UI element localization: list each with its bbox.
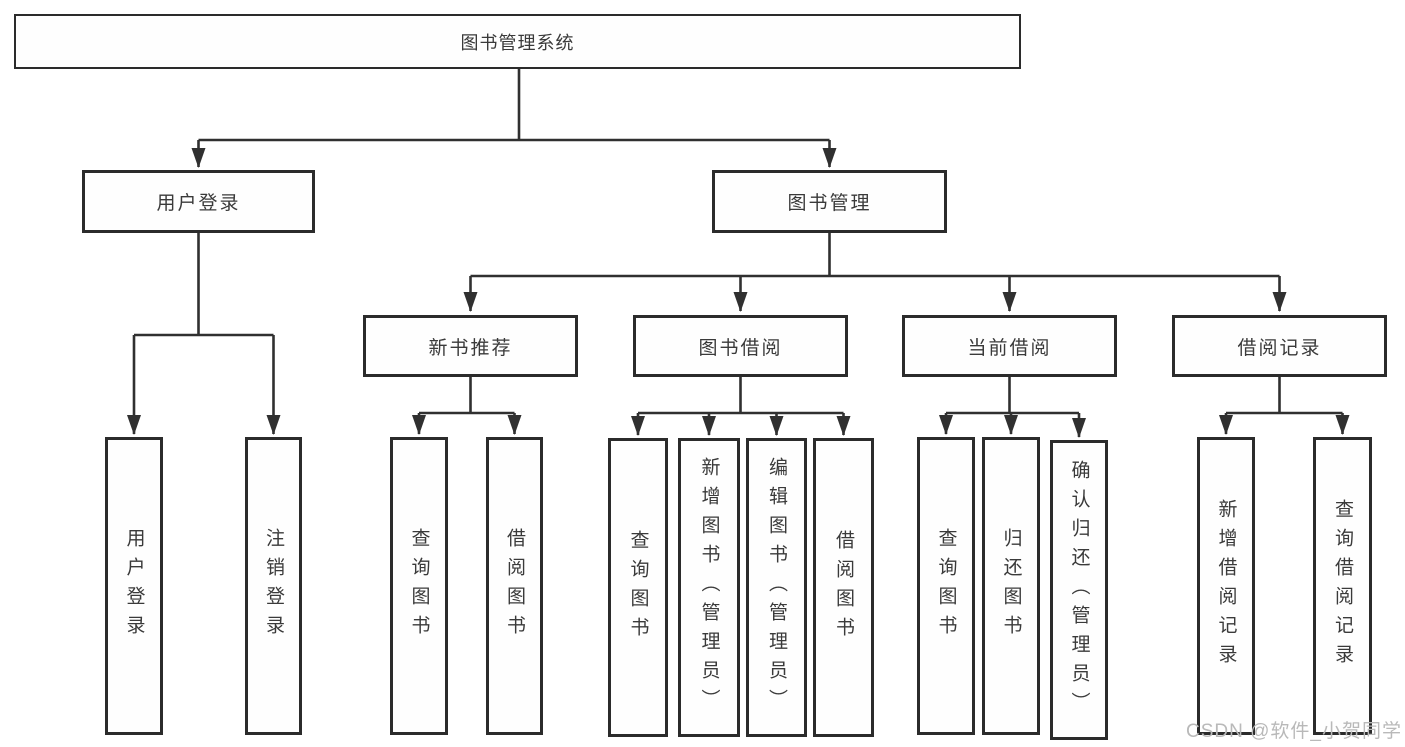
- node-root: 图书管理系统: [14, 14, 1021, 69]
- node-current-borrow: 当前借阅: [902, 315, 1117, 377]
- connector-root-trunk: [198, 69, 830, 142]
- node-new-book-rec: 新书推荐: [363, 315, 578, 377]
- leaf-label: 新增借阅记录: [1215, 499, 1237, 673]
- connector-new-book-rec-trunk: [419, 377, 515, 415]
- leaf-label: 用户登录: [123, 528, 145, 644]
- leaf-label: 确认归还（管理员）: [1068, 459, 1090, 721]
- node-leaf-confirm-return: 确认归还（管理员）: [1050, 440, 1108, 740]
- node-leaf-return-book: 归还图书: [982, 437, 1040, 735]
- node-leaf-query-book-2: 查询图书: [608, 438, 668, 737]
- leaf-label: 借阅图书: [833, 529, 854, 646]
- connector-borrow-records-trunk: [1226, 377, 1343, 415]
- leaf-label: 编辑图书（管理员）: [766, 457, 787, 718]
- leaf-label: 查询图书: [408, 528, 430, 644]
- leaf-label: 查询借阅记录: [1332, 499, 1353, 673]
- node-leaf-user-login: 用户登录: [105, 437, 163, 735]
- node-leaf-borrow-book-1: 借阅图书: [486, 437, 543, 735]
- connector-book-borrow-trunk: [638, 377, 844, 415]
- node-leaf-logout: 注销登录: [245, 437, 302, 735]
- leaf-label: 归还图书: [1000, 528, 1022, 644]
- node-leaf-add-book: 新增图书（管理员）: [678, 438, 740, 737]
- node-user-login: 用户登录: [82, 170, 315, 233]
- leaf-label: 借阅图书: [504, 528, 525, 644]
- node-book-mgmt: 图书管理: [712, 170, 947, 233]
- node-borrow-records: 借阅记录: [1172, 315, 1387, 377]
- connector-book-mgmt-trunk: [470, 233, 1280, 278]
- csdn-watermark: CSDN @软件_小贺同学: [1186, 721, 1402, 742]
- node-leaf-query-book-1: 查询图书: [390, 437, 448, 735]
- connector-user-login-trunk: [134, 233, 274, 337]
- node-leaf-borrow-book-2: 借阅图书: [813, 438, 874, 737]
- connector-current-borrow-trunk: [946, 377, 1079, 415]
- leaf-label: 查询图书: [935, 528, 957, 644]
- leaf-label: 查询图书: [627, 529, 649, 646]
- node-leaf-add-borrow-record: 新增借阅记录: [1197, 437, 1255, 735]
- leaf-label: 注销登录: [263, 528, 284, 644]
- node-leaf-query-borrow-record: 查询借阅记录: [1313, 437, 1372, 735]
- node-leaf-edit-book: 编辑图书（管理员）: [746, 438, 807, 737]
- leaf-label: 新增图书（管理员）: [698, 457, 720, 718]
- node-book-borrow: 图书借阅: [633, 315, 848, 377]
- node-leaf-query-book-3: 查询图书: [917, 437, 975, 735]
